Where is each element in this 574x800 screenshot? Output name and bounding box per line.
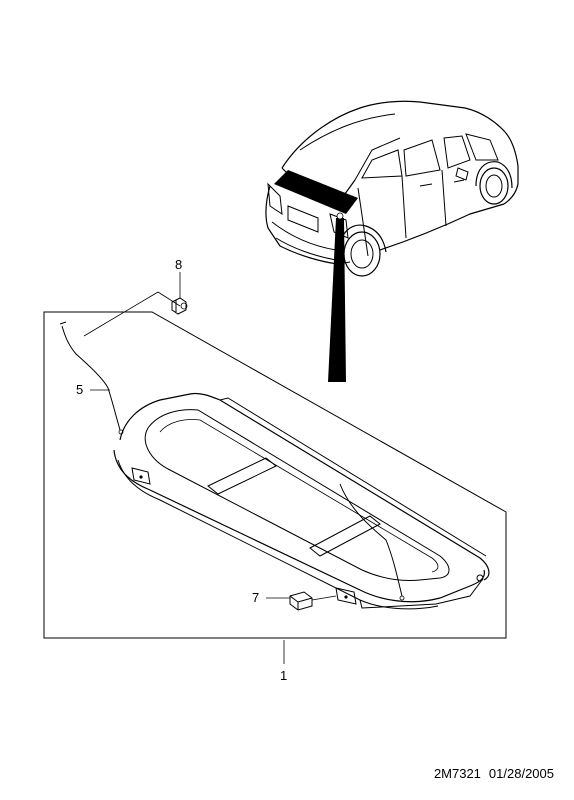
callout-1: 1 [280,668,287,683]
callout-5: 5 [76,382,83,397]
insert-cap [289,591,313,611]
drawing-date: 01/28/2005 [488,766,554,781]
drawing-code: 2M7321 01/28/2005 [434,766,554,781]
drawing-number: 2M7321 [433,766,481,781]
car-illustration [265,100,519,382]
shelf-strap [339,483,403,597]
highlighted-shelf-area [274,170,358,214]
location-pointer [328,218,346,382]
assembly-frame [43,311,507,639]
callout-8: 8 [175,257,182,272]
parcel-shelf [113,392,490,610]
callout-7: 7 [252,590,259,605]
strap-cord [61,325,121,431]
